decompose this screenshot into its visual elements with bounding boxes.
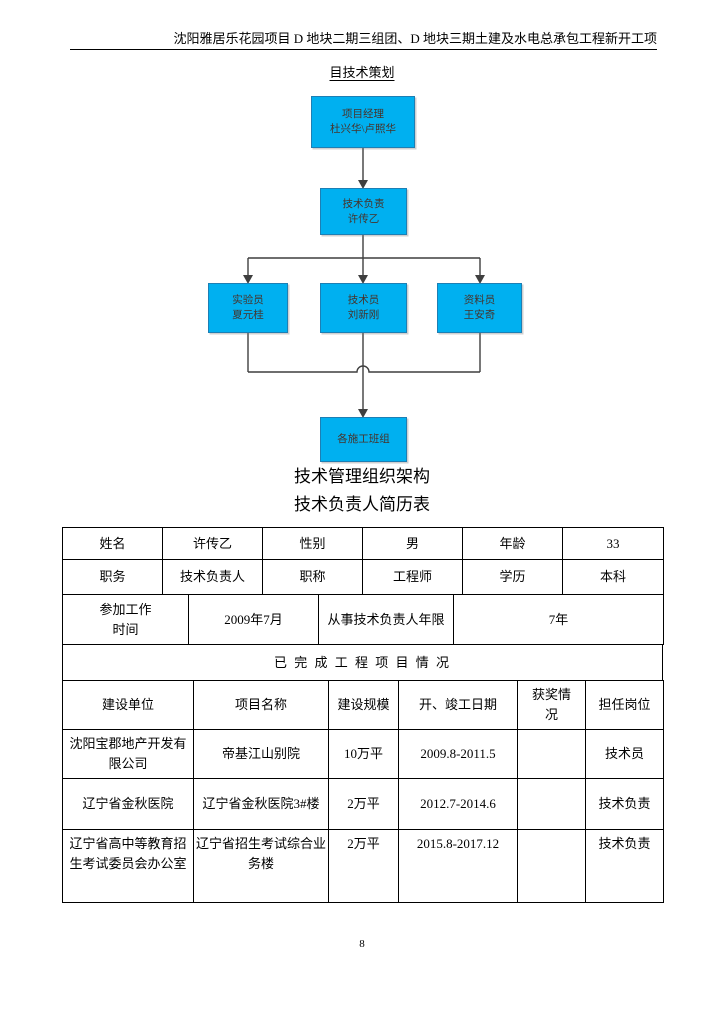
- org-node-lab-tester: 实验员 夏元桂: [208, 283, 288, 333]
- cell-name-value: 许传乙: [162, 527, 263, 560]
- cell-awards: [517, 778, 586, 830]
- cell-project: 辽宁省招生考试综合业务楼: [193, 829, 329, 903]
- cell-workstart-label: 参加工作 时间: [62, 594, 189, 645]
- cell-owner: 辽宁省高中等教育招生考试委员会办公室: [62, 829, 194, 903]
- col-awards: 获奖情 况: [517, 680, 586, 730]
- cell-awards: [517, 829, 586, 903]
- org-chart-connectors: [243, 148, 485, 418]
- cell-age-value: 33: [562, 527, 664, 560]
- org-node-name: 刘新刚: [347, 310, 380, 321]
- table-row: 姓名 许传乙 性别 男 年龄 33: [62, 527, 664, 560]
- cell-dates: 2015.8-2017.12: [398, 829, 518, 903]
- cell-education-label: 学历: [462, 559, 563, 595]
- project-row: 沈阳宝郡地产开发有限公司 帝基江山别院 10万平 2009.8-2011.5 技…: [62, 729, 664, 779]
- page-number: 8: [359, 938, 365, 950]
- doc-title-line1: 沈阳雅居乐花园项目 D 地块二期三组团、D 地块三期土建及水电总承包工程新开工项: [70, 30, 657, 50]
- resume-info-table: 姓名 许传乙 性别 男 年龄 33 职务 技术负责人 职称 工程师 学历 本科: [62, 527, 664, 595]
- doc-title-line2: 目技术策划: [329, 65, 395, 80]
- cell-years-value: 7年: [453, 594, 664, 645]
- org-node-name: 夏元桂: [232, 310, 264, 321]
- table-row: 已 完 成 工 程 项 目 情 况: [62, 644, 663, 681]
- projects-table: 建设单位 项目名称 建设规模 开、竣工日期 获奖情 况 担任岗位 沈阳宝郡地产开…: [62, 680, 664, 903]
- cell-scale: 2万平: [328, 829, 399, 903]
- org-node-name: 王安奇: [463, 310, 496, 321]
- cell-workstart-value: 2009年7月: [188, 594, 319, 645]
- cell-sex-label: 性别: [262, 527, 363, 560]
- table-row: 职务 技术负责人 职称 工程师 学历 本科: [62, 559, 664, 595]
- cell-dates: 2012.7-2014.6: [398, 778, 518, 830]
- doc-title-line2-row: 目技术策划: [0, 64, 724, 82]
- cell-scale: 2万平: [328, 778, 399, 830]
- cell-project: 帝基江山别院: [193, 729, 329, 779]
- cell-awards: [517, 729, 586, 779]
- cell-title-label: 职称: [262, 559, 363, 595]
- cell-position: 技术负责: [585, 778, 664, 830]
- cell-title-value: 工程师: [362, 559, 463, 595]
- cell-dates: 2009.8-2011.5: [398, 729, 518, 779]
- cell-name-label: 姓名: [62, 527, 163, 560]
- cell-education-value: 本科: [562, 559, 664, 595]
- cell-scale: 10万平: [328, 729, 399, 779]
- org-node-technician: 技术员 刘新刚: [320, 283, 407, 333]
- org-node-project-manager: 项目经理 杜兴华\卢照华: [311, 96, 415, 148]
- project-row: 辽宁省高中等教育招生考试委员会办公室 辽宁省招生考试综合业务楼 2万平 2015…: [62, 829, 664, 903]
- org-node-crews: 各施工班组: [320, 417, 407, 462]
- org-node-name: 许传乙: [347, 213, 380, 225]
- table-row: 参加工作 时间 2009年7月 从事技术负责人年限 7年: [62, 594, 664, 645]
- cell-owner: 辽宁省金秋医院: [62, 778, 194, 830]
- col-project: 项目名称: [193, 680, 329, 730]
- org-node-name: 杜兴华\卢照华: [330, 124, 396, 135]
- resume-work-table: 参加工作 时间 2009年7月 从事技术负责人年限 7年: [62, 594, 664, 645]
- org-node-documenter: 资料员 王安奇: [437, 283, 522, 333]
- org-node-role: 资料员: [463, 295, 496, 306]
- org-node-role: 实验员: [232, 295, 264, 306]
- org-chart-caption: 技术管理组织架构: [294, 467, 430, 486]
- col-position: 担任岗位: [585, 680, 664, 730]
- org-node-tech-lead: 技术负责 许传乙: [320, 188, 407, 235]
- section-header: 已 完 成 工 程 项 目 情 况: [62, 644, 663, 681]
- cell-sex-value: 男: [362, 527, 463, 560]
- cell-owner: 沈阳宝郡地产开发有限公司: [62, 729, 194, 779]
- resume-section-table: 已 完 成 工 程 项 目 情 况: [62, 644, 663, 681]
- col-owner: 建设单位: [62, 680, 194, 730]
- org-node-role: 技术负责: [342, 198, 385, 210]
- cell-age-label: 年龄: [462, 527, 563, 560]
- cell-years-label: 从事技术负责人年限: [318, 594, 454, 645]
- org-node-role: 各施工班组: [337, 434, 390, 445]
- col-dates: 开、竣工日期: [398, 680, 518, 730]
- project-row: 辽宁省金秋医院 辽宁省金秋医院3#楼 2万平 2012.7-2014.6 技术负…: [62, 778, 664, 830]
- org-node-role: 项目经理: [342, 109, 384, 120]
- cell-project: 辽宁省金秋医院3#楼: [193, 778, 329, 830]
- org-node-role: 技术员: [347, 295, 380, 306]
- cell-position: 技术负责: [585, 829, 664, 903]
- cell-position: 技术员: [585, 729, 664, 779]
- col-scale: 建设规模: [328, 680, 399, 730]
- cell-duty-label: 职务: [62, 559, 163, 595]
- projects-header-row: 建设单位 项目名称 建设规模 开、竣工日期 获奖情 况 担任岗位: [62, 680, 664, 730]
- cell-duty-value: 技术负责人: [162, 559, 263, 595]
- resume-table: 姓名 许传乙 性别 男 年龄 33 职务 技术负责人 职称 工程师 学历 本科 …: [62, 527, 664, 903]
- resume-table-title: 技术负责人简历表: [294, 495, 430, 514]
